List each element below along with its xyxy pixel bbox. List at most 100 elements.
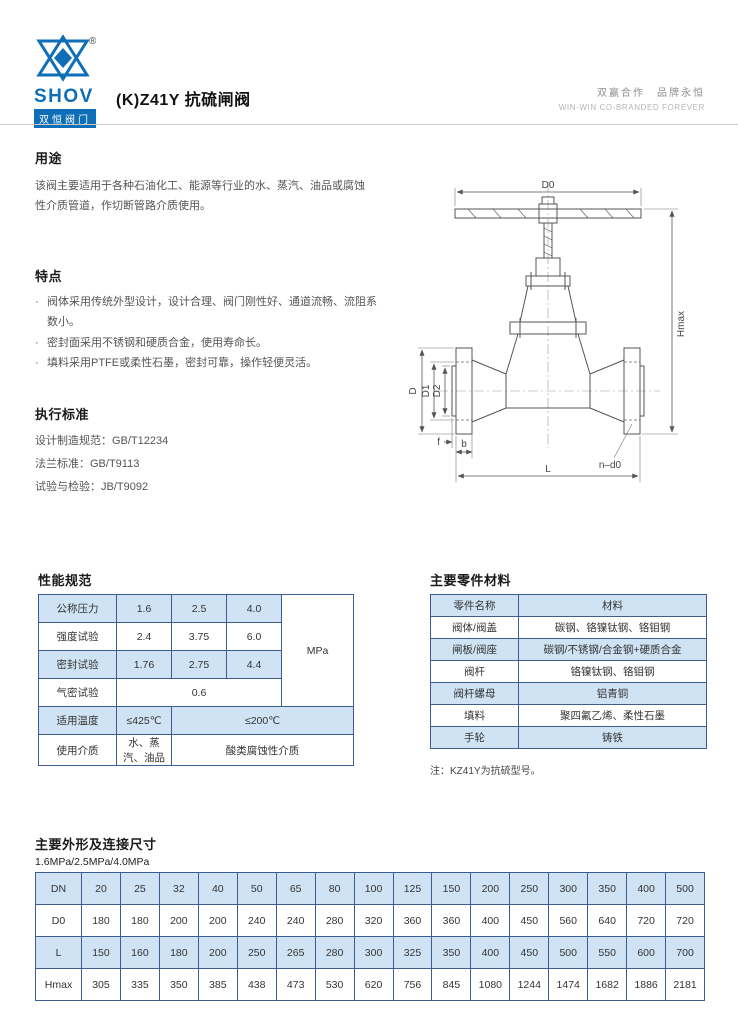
cell: 180	[81, 904, 121, 937]
standard-line: 试验与检验：JB/T9092	[35, 481, 149, 494]
cell: 150	[431, 872, 472, 905]
row-label: 阀杆	[430, 660, 519, 683]
table-row: 适用温度 ≤425℃ ≤200℃	[38, 706, 354, 735]
tagline-cn: 双赢合作 品牌永恒	[597, 88, 705, 99]
cell: 400	[470, 936, 511, 969]
row-label: 阀体/阀盖	[430, 616, 519, 639]
logo-text: SHOV	[34, 86, 94, 107]
cell: 水、蒸汽、油品	[116, 734, 172, 766]
cell: 150	[81, 936, 121, 969]
table-row: 公称压力 1.6 2.5 4.0 MPa	[38, 594, 354, 707]
cell: 1244	[509, 968, 550, 1001]
cell: 1.76	[116, 650, 172, 679]
usage-heading: 用途	[35, 151, 63, 166]
cell: 200	[197, 936, 238, 969]
table-row: DN 20 25 32 40 50 65 80 100 125 150 200 …	[35, 872, 705, 905]
feature-text: 阀体采用传统外型设计，设计合理、阀门刚性好、通道流畅、流阻系数小。	[47, 296, 377, 329]
cell: 560	[548, 904, 589, 937]
cell: 32	[158, 872, 199, 905]
cell: 250	[509, 872, 550, 905]
cell: 铸铁	[518, 726, 707, 749]
row-label: 强度试验	[38, 622, 117, 651]
brand-logo: ® SHOV 双恒阀门	[34, 34, 124, 128]
cell: 1080	[470, 968, 511, 1001]
cell: 0.6	[116, 678, 282, 707]
usage-body: 该阀主要适用于各种石油化工、能源等行业的水、蒸汽、油品或腐蚀性介质管道，作切断管…	[35, 180, 365, 213]
materials-note: 注：KZ41Y为抗硫型号。	[430, 766, 541, 777]
cell: 720	[626, 904, 667, 937]
cell: 450	[509, 904, 550, 937]
cell: 180	[119, 904, 160, 937]
table-row: 强度试验 2.4 3.75 6.0	[38, 622, 354, 651]
features-heading: 特点	[35, 269, 63, 284]
performance-table: 公称压力 1.6 2.5 4.0 MPa 强度试验 2.4 3.75 6.0 密…	[38, 594, 354, 766]
standards-list: 设计制造规范：GB/T12234 法兰标准：GB/T9113 试验与检验：JB/…	[35, 430, 335, 499]
cell: 305	[81, 968, 121, 1001]
cell: 1886	[626, 968, 667, 1001]
cell: 125	[392, 872, 433, 905]
cell: 473	[275, 968, 316, 1001]
cell: 200	[158, 904, 199, 937]
row-label: 气密试验	[38, 678, 117, 707]
dim-label-d1: D1	[421, 384, 432, 397]
cell: 50	[236, 872, 277, 905]
cell: 240	[275, 904, 316, 937]
bullet-icon: ·	[35, 357, 39, 370]
list-item: · 密封面采用不锈钢和硬质合金，使用寿命长。	[35, 333, 385, 353]
cell: 200	[197, 904, 238, 937]
cell: 2.5	[171, 594, 227, 623]
cell: 酸类腐蚀性介质	[171, 734, 354, 766]
cell: 2.4	[116, 622, 172, 651]
cell: 40	[197, 872, 238, 905]
cell: 300	[548, 872, 589, 905]
cell: 360	[431, 904, 472, 937]
table-row: 闸板/阀座 碳钢/不锈钢/合金钢+硬质合金	[430, 638, 707, 661]
cell: 20	[81, 872, 121, 905]
dim-label-f: f	[437, 437, 440, 448]
bullet-icon: ·	[35, 296, 39, 308]
table-row: D0 180 180 200 200 240 240 280 320 360 3…	[35, 904, 705, 937]
cell: 350	[431, 936, 472, 969]
bullet-icon: ·	[35, 336, 39, 349]
dimensions-table: DN 20 25 32 40 50 65 80 100 125 150 200 …	[35, 872, 705, 1001]
logo-subtitle: 双恒阀门	[34, 109, 96, 128]
cell: 530	[314, 968, 355, 1001]
cell: 1682	[587, 968, 628, 1001]
standards-heading: 执行标准	[35, 407, 90, 422]
row-label: D0	[35, 904, 82, 937]
cell: 325	[392, 936, 433, 969]
cell: 6.0	[226, 622, 282, 651]
cell: 720	[665, 904, 705, 937]
cell: 180	[158, 936, 199, 969]
cell: 65	[275, 872, 316, 905]
cell: ≤200℃	[171, 706, 354, 735]
feature-text: 密封面采用不锈钢和硬质合金，使用寿命长。	[47, 336, 267, 349]
logo-star-icon: ®	[36, 34, 97, 82]
table-row: 阀杆螺母 铝青铜	[430, 682, 707, 705]
cell: 350	[158, 968, 199, 1001]
cell: 335	[119, 968, 160, 1001]
cell: 4.4	[226, 650, 282, 679]
row-label: 填料	[430, 704, 519, 727]
tagline-en: WIN-WIN CO-BRANDED FOREVER	[558, 103, 705, 112]
cell: 640	[587, 904, 628, 937]
column-header: 材料	[518, 594, 707, 617]
cell: 碳钢、铬镍钛钢、铬钼钢	[518, 616, 707, 639]
table-row: 使用介质 水、蒸汽、油品 酸类腐蚀性介质	[38, 734, 354, 766]
features-list: · 阀体采用传统外型设计，设计合理、阀门刚性好、通道流畅、流阻系数小。 · 密封…	[35, 292, 385, 373]
cell: 240	[236, 904, 277, 937]
cell: 700	[665, 936, 705, 969]
table-row: 手轮 铸铁	[430, 726, 707, 749]
row-label: 闸板/阀座	[430, 638, 519, 661]
cell: 265	[275, 936, 316, 969]
cell: 350	[587, 872, 628, 905]
cell: 80	[314, 872, 355, 905]
list-item: · 填料采用PTFE或柔性石墨，密封可靠，操作轻便灵活。	[35, 353, 385, 373]
cell: 400	[626, 872, 667, 905]
cell: 320	[353, 904, 394, 937]
valve-drawing-svg: D0 Hmax D D1 D2 b f	[408, 180, 687, 482]
cell: 1.6	[116, 594, 172, 623]
row-label: 阀杆螺母	[430, 682, 519, 705]
standard-line: 法兰标准：GB/T9113	[35, 458, 140, 471]
cell: 300	[353, 936, 394, 969]
